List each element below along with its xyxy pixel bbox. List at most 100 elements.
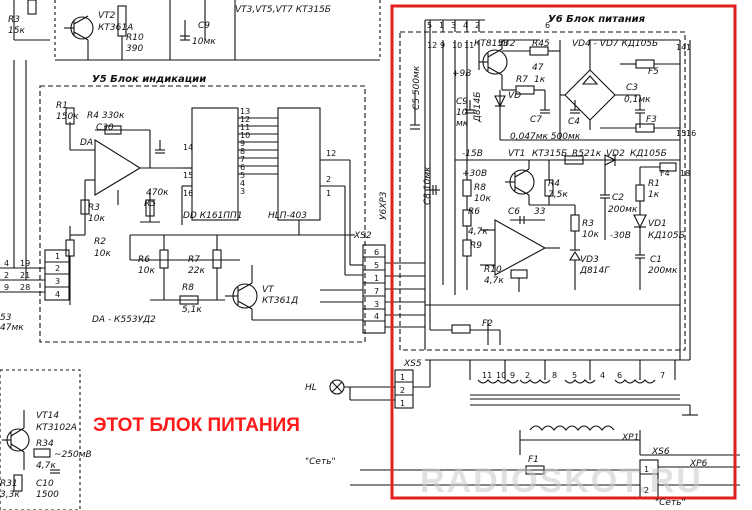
- label-xp6: ХР6: [689, 459, 708, 469]
- power-supply-annotation: ЭТОТ БЛОК ПИТАНИЯ: [93, 415, 300, 436]
- pin-left-wire-nums-1: 19: [20, 259, 30, 268]
- resistor-r8-ps: [462, 179, 472, 197]
- label-vt14-type: КТ3102А: [36, 423, 77, 433]
- indication-block-frame: [39, 85, 366, 343]
- pin-trafo-bottom-0: 11: [482, 371, 492, 380]
- label-r4-ps: R4: [548, 179, 560, 189]
- pin-trafo-bottom-6: 4: [600, 371, 605, 380]
- fuse-f2: [451, 324, 471, 334]
- label-r10-ps: R10: [484, 265, 502, 275]
- label-r7: R7: [188, 255, 200, 265]
- pin-top-connector-5: 6: [545, 21, 550, 30]
- label-r6-ps-val: 4,7к: [468, 227, 488, 237]
- label-r6-val: 10к: [138, 266, 155, 276]
- pin-ps-pins-top-2: 10: [452, 41, 462, 50]
- pin-hl-right-2: 1: [326, 189, 331, 198]
- label-r45-val: 47: [532, 63, 544, 73]
- pin-xs2-1: 5: [374, 261, 379, 270]
- label-f5: F5: [648, 67, 659, 77]
- label-vd1-type: КД105Б: [648, 231, 685, 241]
- pin-top-connector-0: 5: [427, 21, 432, 30]
- label-c2-val: 200мк: [608, 205, 638, 215]
- label-r6: R6: [138, 255, 150, 265]
- diode-vd1: [633, 214, 647, 229]
- power-supply-highlight-frame: [390, 4, 737, 500]
- pin-ps-pins-right-3: 16: [686, 129, 696, 138]
- pin-dd-right-1: 12: [240, 115, 250, 124]
- label-set2: "Сеть": [655, 498, 686, 508]
- pin-ps-pins-right-0: 14: [676, 43, 686, 52]
- label-r8-ps-val: 10к: [474, 194, 491, 204]
- label-r10-top-val: 390: [126, 44, 143, 54]
- label-r1-val: 150к: [56, 112, 79, 122]
- pin-dd-right-8: 5: [240, 171, 245, 180]
- pin-dd-right-9: 4: [240, 179, 245, 188]
- label-r5-val: 470к: [146, 188, 169, 198]
- transistor-vt2: [479, 40, 508, 90]
- label-c9: C9: [456, 97, 468, 107]
- pin-trafo-bottom-1: 10: [496, 371, 506, 380]
- label-c10-val: 1500: [36, 490, 59, 500]
- pin-left-connector-2: 3: [55, 277, 60, 286]
- label-vt2-top: VT2: [98, 11, 116, 21]
- label-plus9: +9В: [452, 69, 471, 79]
- label-r5: R5: [144, 199, 156, 209]
- label-c3-val: 0,1мк: [624, 95, 651, 105]
- pin-dd-left-1: 15: [183, 171, 193, 180]
- label-r8: R8: [182, 283, 194, 293]
- pin-top-connector-3: 4: [463, 21, 468, 30]
- label-c5: C5 500мк: [412, 65, 422, 110]
- pin-dd-left-2: 16: [183, 189, 193, 198]
- label-vd3-type: Д814Г: [579, 266, 610, 276]
- indication-block-title: У5 Блок индикации: [92, 74, 206, 85]
- label-r2-val: 10к: [94, 249, 111, 259]
- label-vt: VT: [262, 285, 275, 295]
- pin-left-connector-0: 1: [55, 252, 60, 261]
- label-top-left-note: VT3,VT5,VT7 КТ315Б: [235, 5, 331, 15]
- label-c10: C10: [36, 479, 54, 489]
- label-minus15: -15В: [462, 149, 483, 159]
- pin-xs5-2: 1: [400, 399, 405, 408]
- label-r1: R1: [56, 101, 68, 111]
- pin-dd-right-4: 9: [240, 139, 245, 148]
- pin-trafo-bottom-8: 7: [660, 371, 665, 380]
- label-dd: DD К161ПП1: [183, 211, 243, 221]
- label-c9-top: C9: [198, 21, 210, 31]
- label-c7: C7: [530, 115, 542, 125]
- pin-hl-right-0: 12: [326, 149, 336, 158]
- label-minus30: -30В: [610, 231, 631, 241]
- pin-ps-pins-right-4: F4: [660, 169, 670, 178]
- pin-left-wire-nums-5: 28: [20, 283, 30, 292]
- resistor-r7: [212, 249, 222, 269]
- pin-ps-pins-top-3: 11: [464, 41, 474, 50]
- label-plus30: +30В: [462, 169, 487, 179]
- label-r7-ps: R7: [516, 75, 528, 85]
- label-vt1-type: КТ315Б: [532, 149, 567, 159]
- transformer: [425, 359, 698, 431]
- label-r3-mid-val: 10к: [88, 214, 105, 224]
- label-xs5: XS5: [403, 359, 422, 369]
- pin-trafo-bottom-7: 6: [617, 371, 622, 380]
- label-r34-val: ~250мВ: [54, 450, 92, 460]
- label-vt14: VT14: [36, 411, 59, 421]
- fuse-f1: [525, 465, 545, 475]
- watermark: RADIOSKOT.RU: [420, 462, 703, 500]
- pin-dd-right-7: 6: [240, 163, 245, 172]
- label-f2: F2: [482, 319, 493, 329]
- pin-xs5-0: 1: [400, 373, 405, 382]
- label-vd1: VD1: [648, 219, 667, 229]
- pin-dd-right-10: 3: [240, 187, 245, 196]
- pin-ps-pins-right-1: 1: [686, 43, 691, 52]
- label-vt2-top-type: КТ361А: [98, 23, 133, 33]
- pin-trafo-bottom-5: 5: [572, 371, 577, 380]
- label-c9-top-val: 10мк: [192, 37, 216, 47]
- pin-top-connector-1: 1: [439, 21, 444, 30]
- label-c9-val: 10: [456, 108, 468, 118]
- label-r45: R45: [532, 39, 550, 49]
- label-r6-ps: R6: [468, 207, 480, 217]
- label-vt-type: КТ361Д: [262, 296, 298, 306]
- label-c9-unit: мк: [456, 119, 469, 129]
- resistor-r1-ps: [635, 184, 645, 202]
